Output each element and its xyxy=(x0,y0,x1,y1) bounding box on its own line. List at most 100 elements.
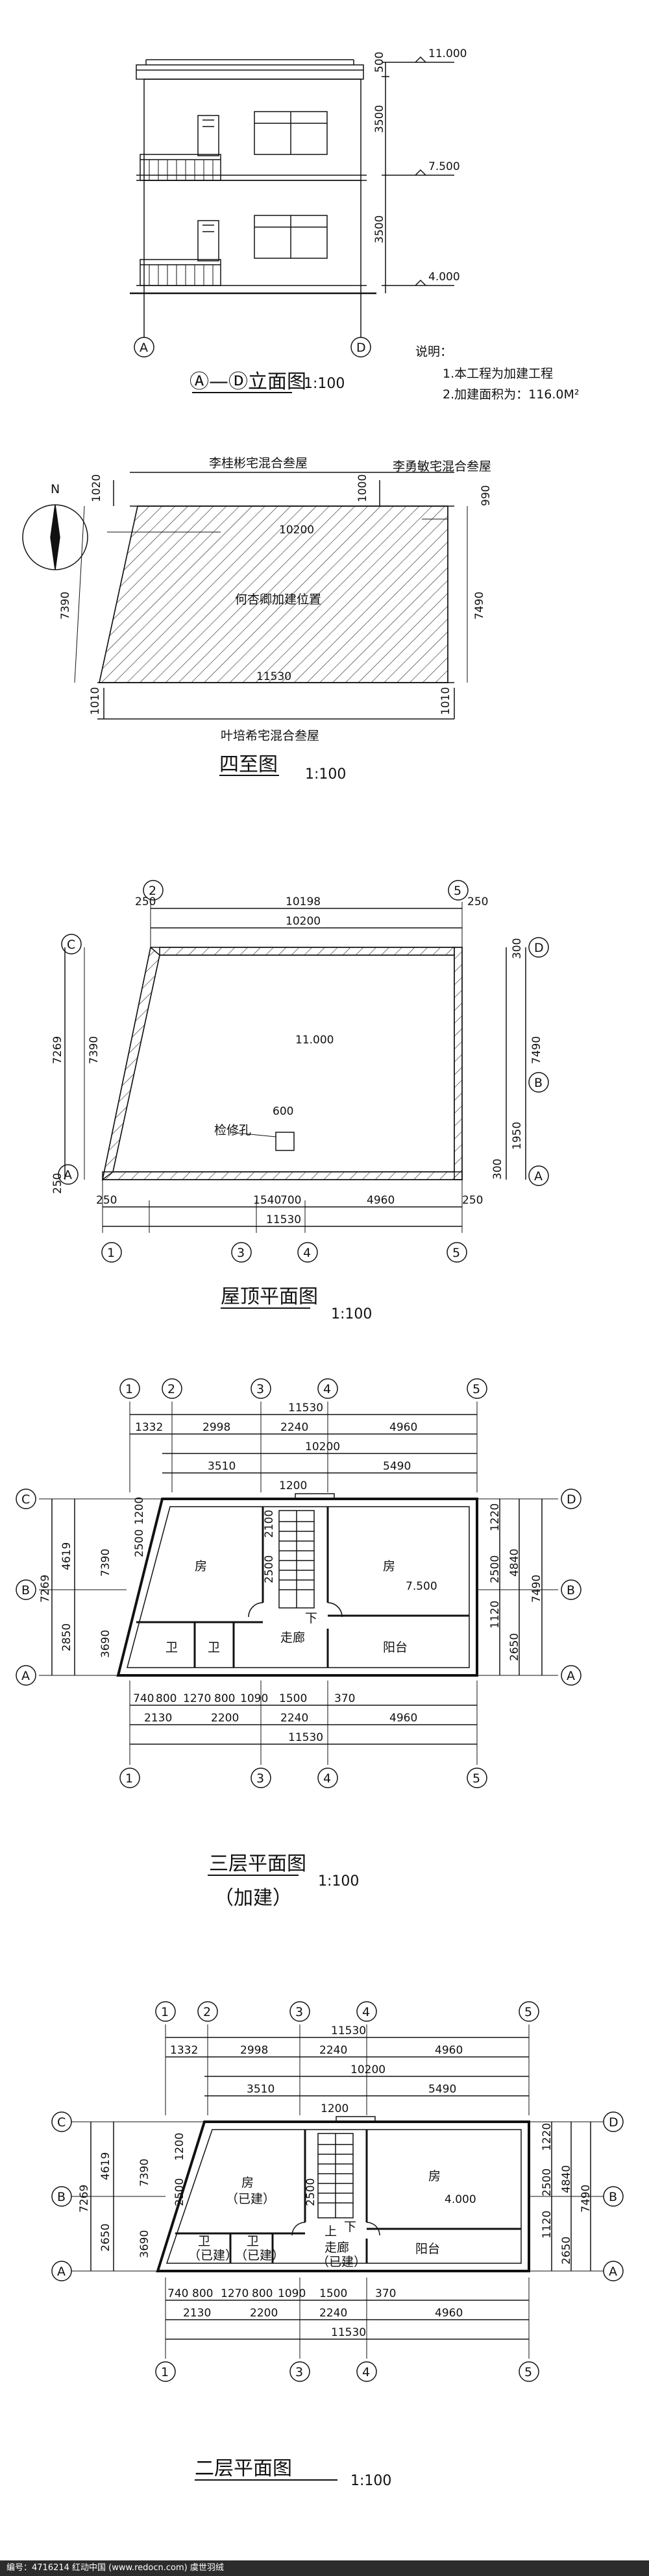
roof-dim-bottom-3: 700 xyxy=(280,1194,301,1207)
roof-axis-a-right: A xyxy=(534,1169,543,1184)
floor2-room-right: 房 xyxy=(428,2169,441,2183)
floor2-axis-top-5: 5 xyxy=(524,2005,532,2019)
floor2-dim-bottom-row2-4: 4960 xyxy=(435,2307,463,2320)
roof-dim-right-total: 7490 xyxy=(530,1036,543,1064)
floor3-axis-top-4: 4 xyxy=(323,1382,331,1396)
floor3-dim-bottom-4: 800 xyxy=(214,1692,235,1705)
floor3-axis-top-5: 5 xyxy=(472,1382,480,1396)
floor3-dim-top-4: 4960 xyxy=(389,1421,417,1434)
roof-hatch-label: 检修孔 xyxy=(214,1123,251,1137)
floor3-axis-b-left: B xyxy=(21,1583,30,1598)
roof-dim-top-inner: 10198 xyxy=(286,895,321,908)
site-dim-top-left-gap: 1020 xyxy=(90,474,103,502)
floor2-stair-down: 下 xyxy=(344,2220,356,2234)
floor2-dim-top-total: 11530 xyxy=(331,2024,366,2037)
floor3-level: 7.500 xyxy=(406,1580,437,1593)
floor2-axis-d: D xyxy=(609,2115,618,2130)
roof-title: 屋顶平面图 xyxy=(221,1285,318,1308)
floor2-dim-right-1: 1220 xyxy=(541,2123,554,2151)
floor3-dim-diag-total: 7390 xyxy=(99,1549,112,1577)
roof-dim-bottom-1: 250 xyxy=(96,1194,117,1207)
floor2-axis-top-2: 2 xyxy=(203,2005,211,2019)
floor3-balcony: 阳台 xyxy=(383,1640,408,1655)
site-dim-top-right-gap: 1000 xyxy=(356,474,369,502)
floor2-bath-2: 卫 xyxy=(247,2234,259,2248)
floor3-dim-bottom-2: 800 xyxy=(156,1692,177,1705)
axis-bubble-d xyxy=(350,337,371,358)
watermark-footer: 编号：4716214 红动中国 (www.redocn.com) 虞世羽绒 xyxy=(0,2560,649,2576)
roof-axis-a-left: A xyxy=(64,1168,72,1182)
floor2-dim-bottom-3: 1270 xyxy=(221,2287,249,2300)
floor2-dim-diag-top: 1200 xyxy=(173,2133,186,2161)
notes-line1: 1.本工程为加建工程 xyxy=(443,367,553,381)
elevation-scale: 1:100 xyxy=(304,376,345,392)
floor2-dim-bottom-total: 11530 xyxy=(331,2326,366,2339)
roof-level: 11.000 xyxy=(295,1034,334,1047)
floor3-dim-top-1: 1332 xyxy=(135,1421,163,1434)
elevation-dim-floor2: 3500 xyxy=(373,215,386,243)
roof-axis-bottom-1: 1 xyxy=(107,1246,115,1260)
notes-heading: 说明： xyxy=(415,345,452,359)
site-dim-top-width: 10200 xyxy=(279,524,314,537)
floor3-plan-drawing xyxy=(39,1402,558,1765)
floor3-dim-stair-1: 2100 xyxy=(263,1510,276,1538)
floor2-dim-diag-lower: 3690 xyxy=(138,2230,151,2258)
floor2-room-left-note: （已建） xyxy=(226,2192,275,2206)
elevation-dim-parapet: 500 xyxy=(373,52,386,73)
floor3-axis-c: C xyxy=(21,1492,30,1507)
floor2-axis-c: C xyxy=(57,2115,66,2130)
floor3-dim-right-1: 1220 xyxy=(489,1503,502,1531)
roof-hatch-size: 600 xyxy=(273,1105,293,1118)
roof-axis-bottom-4: 4 xyxy=(303,1246,311,1260)
roof-axis-top-2: 2 xyxy=(149,884,156,898)
floor2-room-left: 房 xyxy=(241,2176,254,2190)
floor3-bath-1: 卫 xyxy=(165,1640,178,1655)
floor3-room-left: 房 xyxy=(195,1559,207,1574)
floor2-axis-bottom-4: 4 xyxy=(362,2365,370,2379)
floor2-dim-bottom-row2-1: 2130 xyxy=(183,2307,211,2320)
floor2-title: 二层平面图 xyxy=(195,2457,292,2480)
floor3-axis-top-3: 3 xyxy=(256,1382,264,1396)
site-dim-bottom-left-gap: 1010 xyxy=(89,687,102,715)
floor2-dim-bottom-row2-3: 2240 xyxy=(319,2307,347,2320)
roof-dim-left-inner: 7390 xyxy=(88,1036,101,1064)
floor3-scale: 1:100 xyxy=(318,1873,359,1889)
floor3-title: 三层平面图 xyxy=(209,1853,306,1875)
roof-dim-right-bottom: 300 xyxy=(491,1159,504,1180)
roof-scale: 1:100 xyxy=(331,1306,372,1322)
floor2-dim-top-3: 2240 xyxy=(319,2044,347,2057)
elevation-dim-floor3: 3500 xyxy=(373,105,386,133)
floor2-axis-b-left: B xyxy=(57,2190,66,2204)
floor3-dim-bottom-7: 370 xyxy=(334,1692,355,1705)
floor2-dim-right-3: 1120 xyxy=(541,2211,554,2239)
floor3-dim-top-row3-3: 5490 xyxy=(383,1460,411,1473)
roof-dim-top-left: 250 xyxy=(135,895,156,908)
elevation-title: Ⓐ—Ⓓ立面图 xyxy=(190,371,306,393)
floor2-dim-diag-mid: 2500 xyxy=(173,2178,186,2206)
floor2-dim-top-4: 4960 xyxy=(435,2044,463,2057)
floor2-dim-top-row3-1: 3510 xyxy=(247,2083,275,2096)
roof-dim-bottom-4: 4960 xyxy=(367,1194,395,1207)
floor3-dim-left-lower: 2850 xyxy=(60,1623,73,1651)
floor3-dim-top-row3-2: 1200 xyxy=(279,1479,307,1492)
floor3-axis-top-2: 2 xyxy=(167,1382,175,1396)
roof-axis-bottom-3: 3 xyxy=(237,1246,245,1260)
floor3-corridor: 走廊 xyxy=(280,1631,305,1645)
floor2-bath-1: 卫 xyxy=(198,2234,210,2248)
roof-dim-right-lower: 1950 xyxy=(511,1122,524,1150)
floor2-dim-bottom-7: 370 xyxy=(375,2287,396,2300)
roof-dim-left-outer: 7269 xyxy=(51,1036,64,1064)
floor3-dim-diag-mid: 2500 xyxy=(133,1529,146,1557)
roof-axis-bottom-5: 5 xyxy=(452,1246,460,1260)
roof-axis-top-5: 5 xyxy=(454,884,461,898)
site-center-label: 何杏卿加建位置 xyxy=(235,592,321,607)
floor2-dim-bottom-5: 1090 xyxy=(278,2287,306,2300)
floor3-dim-right-4: 4840 xyxy=(508,1549,521,1577)
floor3-axis-a-right: A xyxy=(567,1669,575,1683)
site-title: 四至图 xyxy=(219,753,278,776)
floor2-axis-a-right: A xyxy=(609,2265,617,2279)
floor2-dim-stair: 2500 xyxy=(304,2178,317,2206)
floor3-dim-bottom-row2-1: 2130 xyxy=(144,1712,172,1725)
floor3-axis-d: D xyxy=(567,1492,576,1507)
floor3-dim-bottom-5: 1090 xyxy=(240,1692,268,1705)
